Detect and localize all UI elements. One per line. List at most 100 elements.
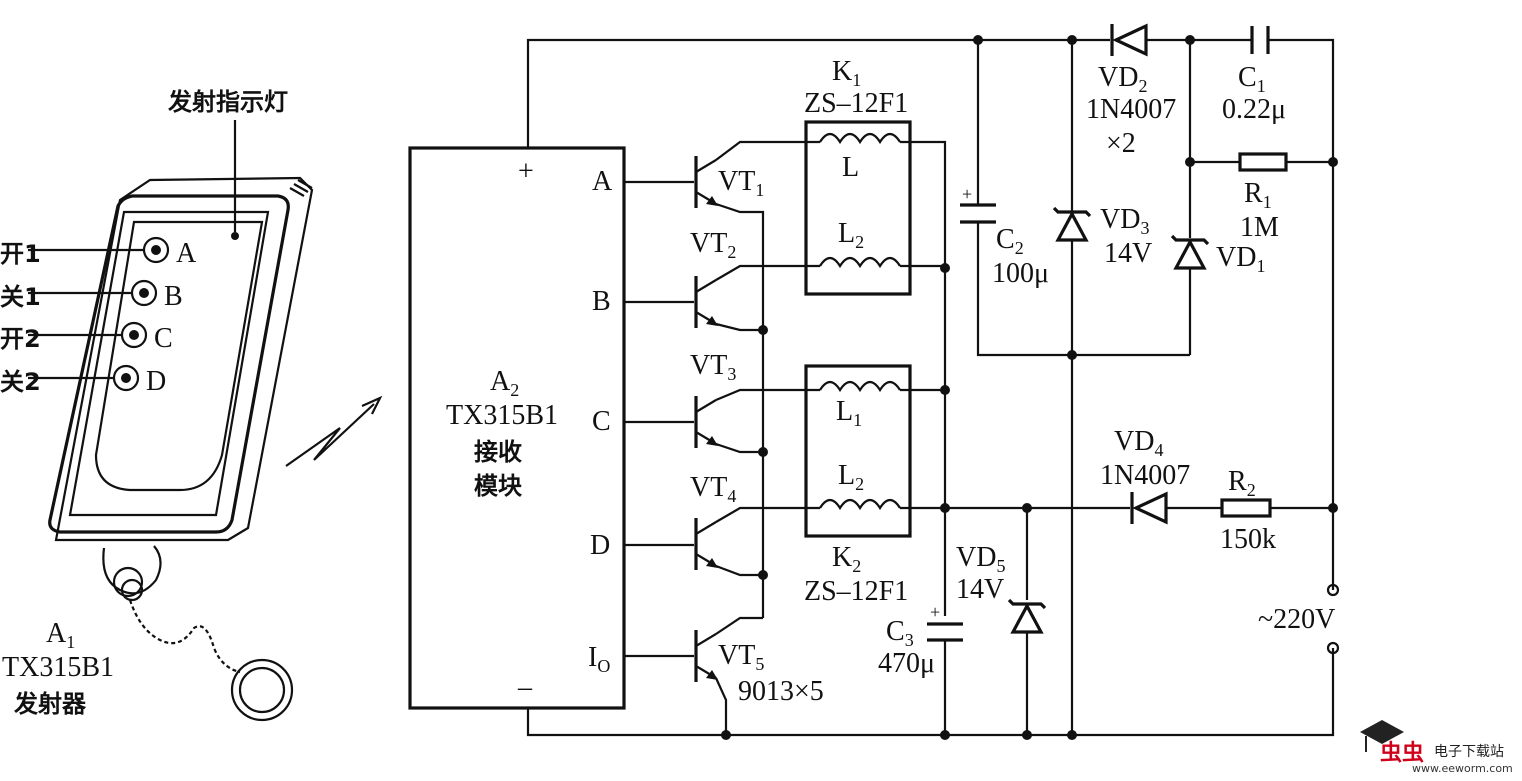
diode-vd4: VD4 1N4007 — [1100, 426, 1190, 525]
watermark-name: 电子下载站 — [1434, 744, 1504, 760]
relay-k2: L1 L2 K2 ZS–12F1 — [804, 364, 912, 607]
zener-vd3: VD3 14V — [1052, 204, 1152, 269]
indicator-label: 发射指示灯 — [167, 88, 288, 116]
c2-polarity: + — [962, 184, 972, 204]
receiver-name-2: 模块 — [474, 472, 522, 500]
rf-signal-icon — [285, 395, 383, 467]
pin-d-label: D — [590, 530, 610, 561]
vd4-ref: VD4 — [1114, 426, 1163, 460]
vt5-label: VT5 — [718, 640, 764, 674]
mains-terminal-top — [1326, 583, 1340, 597]
k2-box — [804, 364, 912, 538]
remote-transmitter: 发射指示灯 开1 A 关1 B 开2 C 关2 D — [0, 88, 383, 722]
r1-value: 1M — [1240, 212, 1279, 243]
r2-ref: R2 — [1228, 466, 1256, 500]
k1-ref: K1 — [832, 56, 861, 90]
mains-terminal-bottom — [1326, 641, 1340, 655]
k1-box — [804, 120, 912, 296]
vd3-value: 14V — [1104, 238, 1152, 269]
button-b[interactable]: 关1 B — [0, 279, 183, 312]
vd1-label: VD1 — [1216, 242, 1265, 276]
remote-edge-ridges — [289, 179, 313, 197]
r1-ref: R1 — [1244, 178, 1272, 212]
zener-vd5: VD5 14V — [956, 542, 1047, 634]
capacitor-c2: + C2 100μ — [960, 184, 1049, 289]
k1-coil-l2-label: L2 — [838, 218, 864, 252]
k2-coil-l2-label: L2 — [838, 460, 864, 494]
k1-coil-l — [819, 132, 901, 145]
c1-value: 0.22μ — [1222, 94, 1286, 125]
remote-name: 发射器 — [13, 690, 87, 718]
button-c-label: 开2 — [0, 325, 41, 353]
pin-io-label: IO — [588, 642, 610, 676]
button-c-key: C — [154, 323, 173, 354]
resistor-r2: R2 150k — [1220, 466, 1276, 555]
remote-face — [68, 210, 270, 517]
graduation-cap-icon — [1360, 720, 1404, 744]
vt4-label: VT4 — [690, 472, 736, 506]
watermark-url: www.eeworm.com — [1412, 762, 1513, 775]
c3-value: 470μ — [878, 648, 935, 679]
k2-coil-l1-label: L1 — [836, 396, 862, 430]
button-a-key: A — [176, 238, 197, 269]
button-a-label: 开1 — [0, 240, 41, 268]
transistor-vt1: VT1 — [694, 156, 764, 208]
transistor-vt4: VT4 — [690, 472, 736, 570]
button-a[interactable]: 开1 A — [0, 236, 197, 269]
vd2-ref: VD2 — [1098, 62, 1147, 96]
mains-label: ~220V — [1258, 604, 1335, 635]
vt2-label: VT2 — [690, 228, 736, 262]
k1-model: ZS–12F1 — [804, 88, 908, 119]
junctions — [721, 35, 1338, 740]
diode-vd2: VD2 1N4007 ×2 — [1086, 23, 1176, 159]
receiver-minus: – — [517, 672, 533, 703]
receiver-ref: A2 — [490, 366, 519, 400]
remote-display-window — [94, 220, 264, 492]
c3-ref: C3 — [886, 616, 914, 650]
relay-k1: K1 ZS–12F1 L L2 — [804, 56, 912, 296]
vd4-value: 1N4007 — [1100, 460, 1190, 491]
button-d[interactable]: 关2 D — [0, 364, 166, 397]
capacitor-c3: + C3 470μ — [878, 602, 963, 679]
receiver-plus: + — [518, 156, 534, 187]
c3-polarity: + — [930, 602, 940, 622]
vd2-extra: ×2 — [1106, 128, 1136, 159]
remote-body-shadow — [54, 176, 314, 542]
transistor-vt5: VT5 9013×5 — [694, 630, 824, 707]
button-d-label: 关2 — [0, 368, 41, 396]
mains-input: ~220V — [1258, 583, 1340, 655]
pin-c-label: C — [592, 406, 611, 437]
pin-b-label: B — [592, 286, 611, 317]
indicator-lamp-icon — [231, 232, 239, 240]
receiver-name-1: 接收 — [474, 438, 522, 466]
zener-vd1: VD1 — [1170, 234, 1265, 276]
transistor-vt2: VT2 — [690, 228, 736, 328]
vd2-value: 1N4007 — [1086, 94, 1176, 125]
k2-coil-l2 — [819, 498, 901, 511]
transistor-spec: 9013×5 — [738, 676, 824, 707]
k2-coil-l1 — [819, 380, 901, 393]
c2-value: 100μ — [992, 258, 1049, 289]
pin-a-label: A — [592, 166, 613, 197]
remote-body — [48, 194, 290, 534]
receiver-box — [408, 146, 626, 710]
vd3-ref: VD3 — [1100, 204, 1149, 238]
c1-ref: C1 — [1238, 62, 1266, 96]
button-c[interactable]: 开2 C — [0, 321, 173, 354]
button-b-label: 关1 — [0, 283, 41, 311]
vt1-label: VT1 — [718, 166, 764, 200]
key-ring-chain — [102, 545, 294, 722]
wires — [526, 38, 1335, 737]
watermark-logo: 虫虫 — [1380, 740, 1424, 766]
resistor-r1: R1 1M — [1238, 152, 1288, 243]
remote-ref: A1 — [46, 618, 75, 652]
watermark: 虫虫 电子下载站 www.eeworm.com — [1360, 720, 1513, 775]
remote-caption: A1 TX315B1 发射器 — [2, 618, 114, 718]
transistor-vt3: VT3 — [690, 350, 736, 448]
k1-coil-l-label: L — [842, 152, 859, 183]
remote-model: TX315B1 — [2, 652, 114, 683]
button-d-key: D — [146, 366, 166, 397]
vd5-ref: VD5 — [956, 542, 1005, 576]
